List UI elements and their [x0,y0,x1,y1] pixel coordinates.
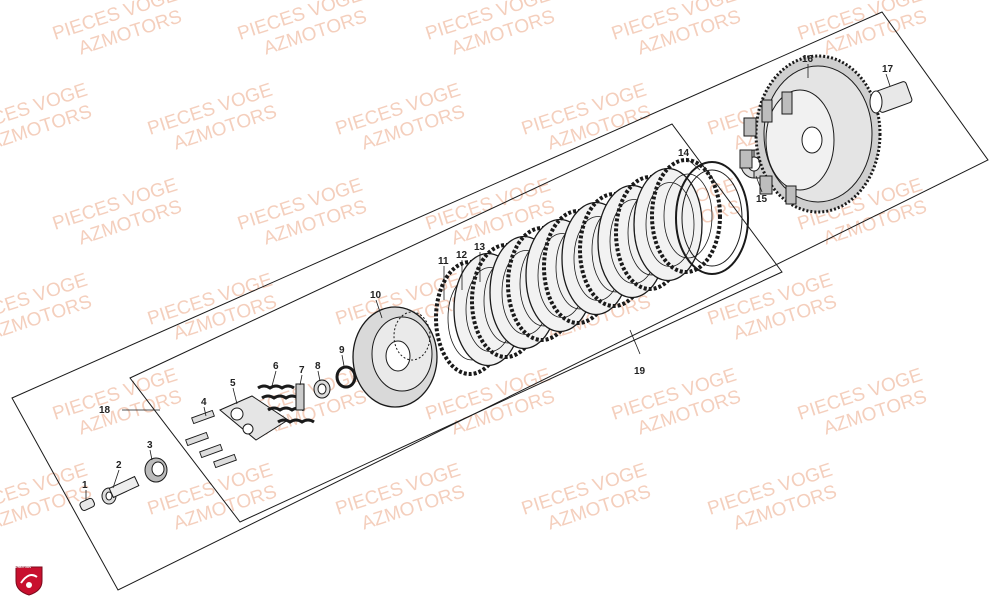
callout-4: 4 [201,397,207,408]
callout-9: 9 [339,345,345,356]
part-9-circlip [335,365,357,389]
callout-8: 8 [315,361,321,372]
part-2-push-rod [101,475,140,505]
callout-17: 17 [882,64,894,75]
outer-frame [11,11,989,591]
callout-labels: 1 2 3 4 5 6 7 8 9 10 11 12 13 14 15 16 1… [82,54,894,491]
callout-2: 2 [116,460,122,471]
callout-14: 14 [678,148,690,159]
parts-11-13-clutch-plates [434,158,722,376]
callout-18: 18 [99,405,111,416]
callout-12: 12 [456,250,468,261]
part-4-bolts [185,409,237,469]
callout-19: 19 [634,366,646,377]
callout-1: 1 [82,480,88,491]
part-7-bolt [295,383,305,411]
brand-shield-icon [15,566,43,596]
plate-inner-edge [645,182,695,267]
part-8-washer [313,379,331,399]
inner-frame [129,123,783,523]
leader-lines [85,64,891,500]
part-14-ring [675,161,749,275]
part-1-pin [79,497,95,512]
callout-7: 7 [299,365,305,376]
callout-5: 5 [230,378,236,389]
callout-15: 15 [756,194,768,205]
callout-3: 3 [147,440,153,451]
callout-13: 13 [474,242,486,253]
part-17-sleeve [869,81,913,114]
callout-16: 16 [802,54,814,65]
part-5-pressure-plate [219,395,289,441]
callout-10: 10 [370,290,382,301]
part-10-clutch-center [352,306,438,408]
callout-11: 11 [438,256,449,267]
part-3-bearing [144,457,168,483]
callout-6: 6 [273,361,279,372]
friction-plate [650,158,722,274]
part-16-clutch-housing [739,54,882,214]
brand-logo-text: AZMOTORS [14,565,32,569]
